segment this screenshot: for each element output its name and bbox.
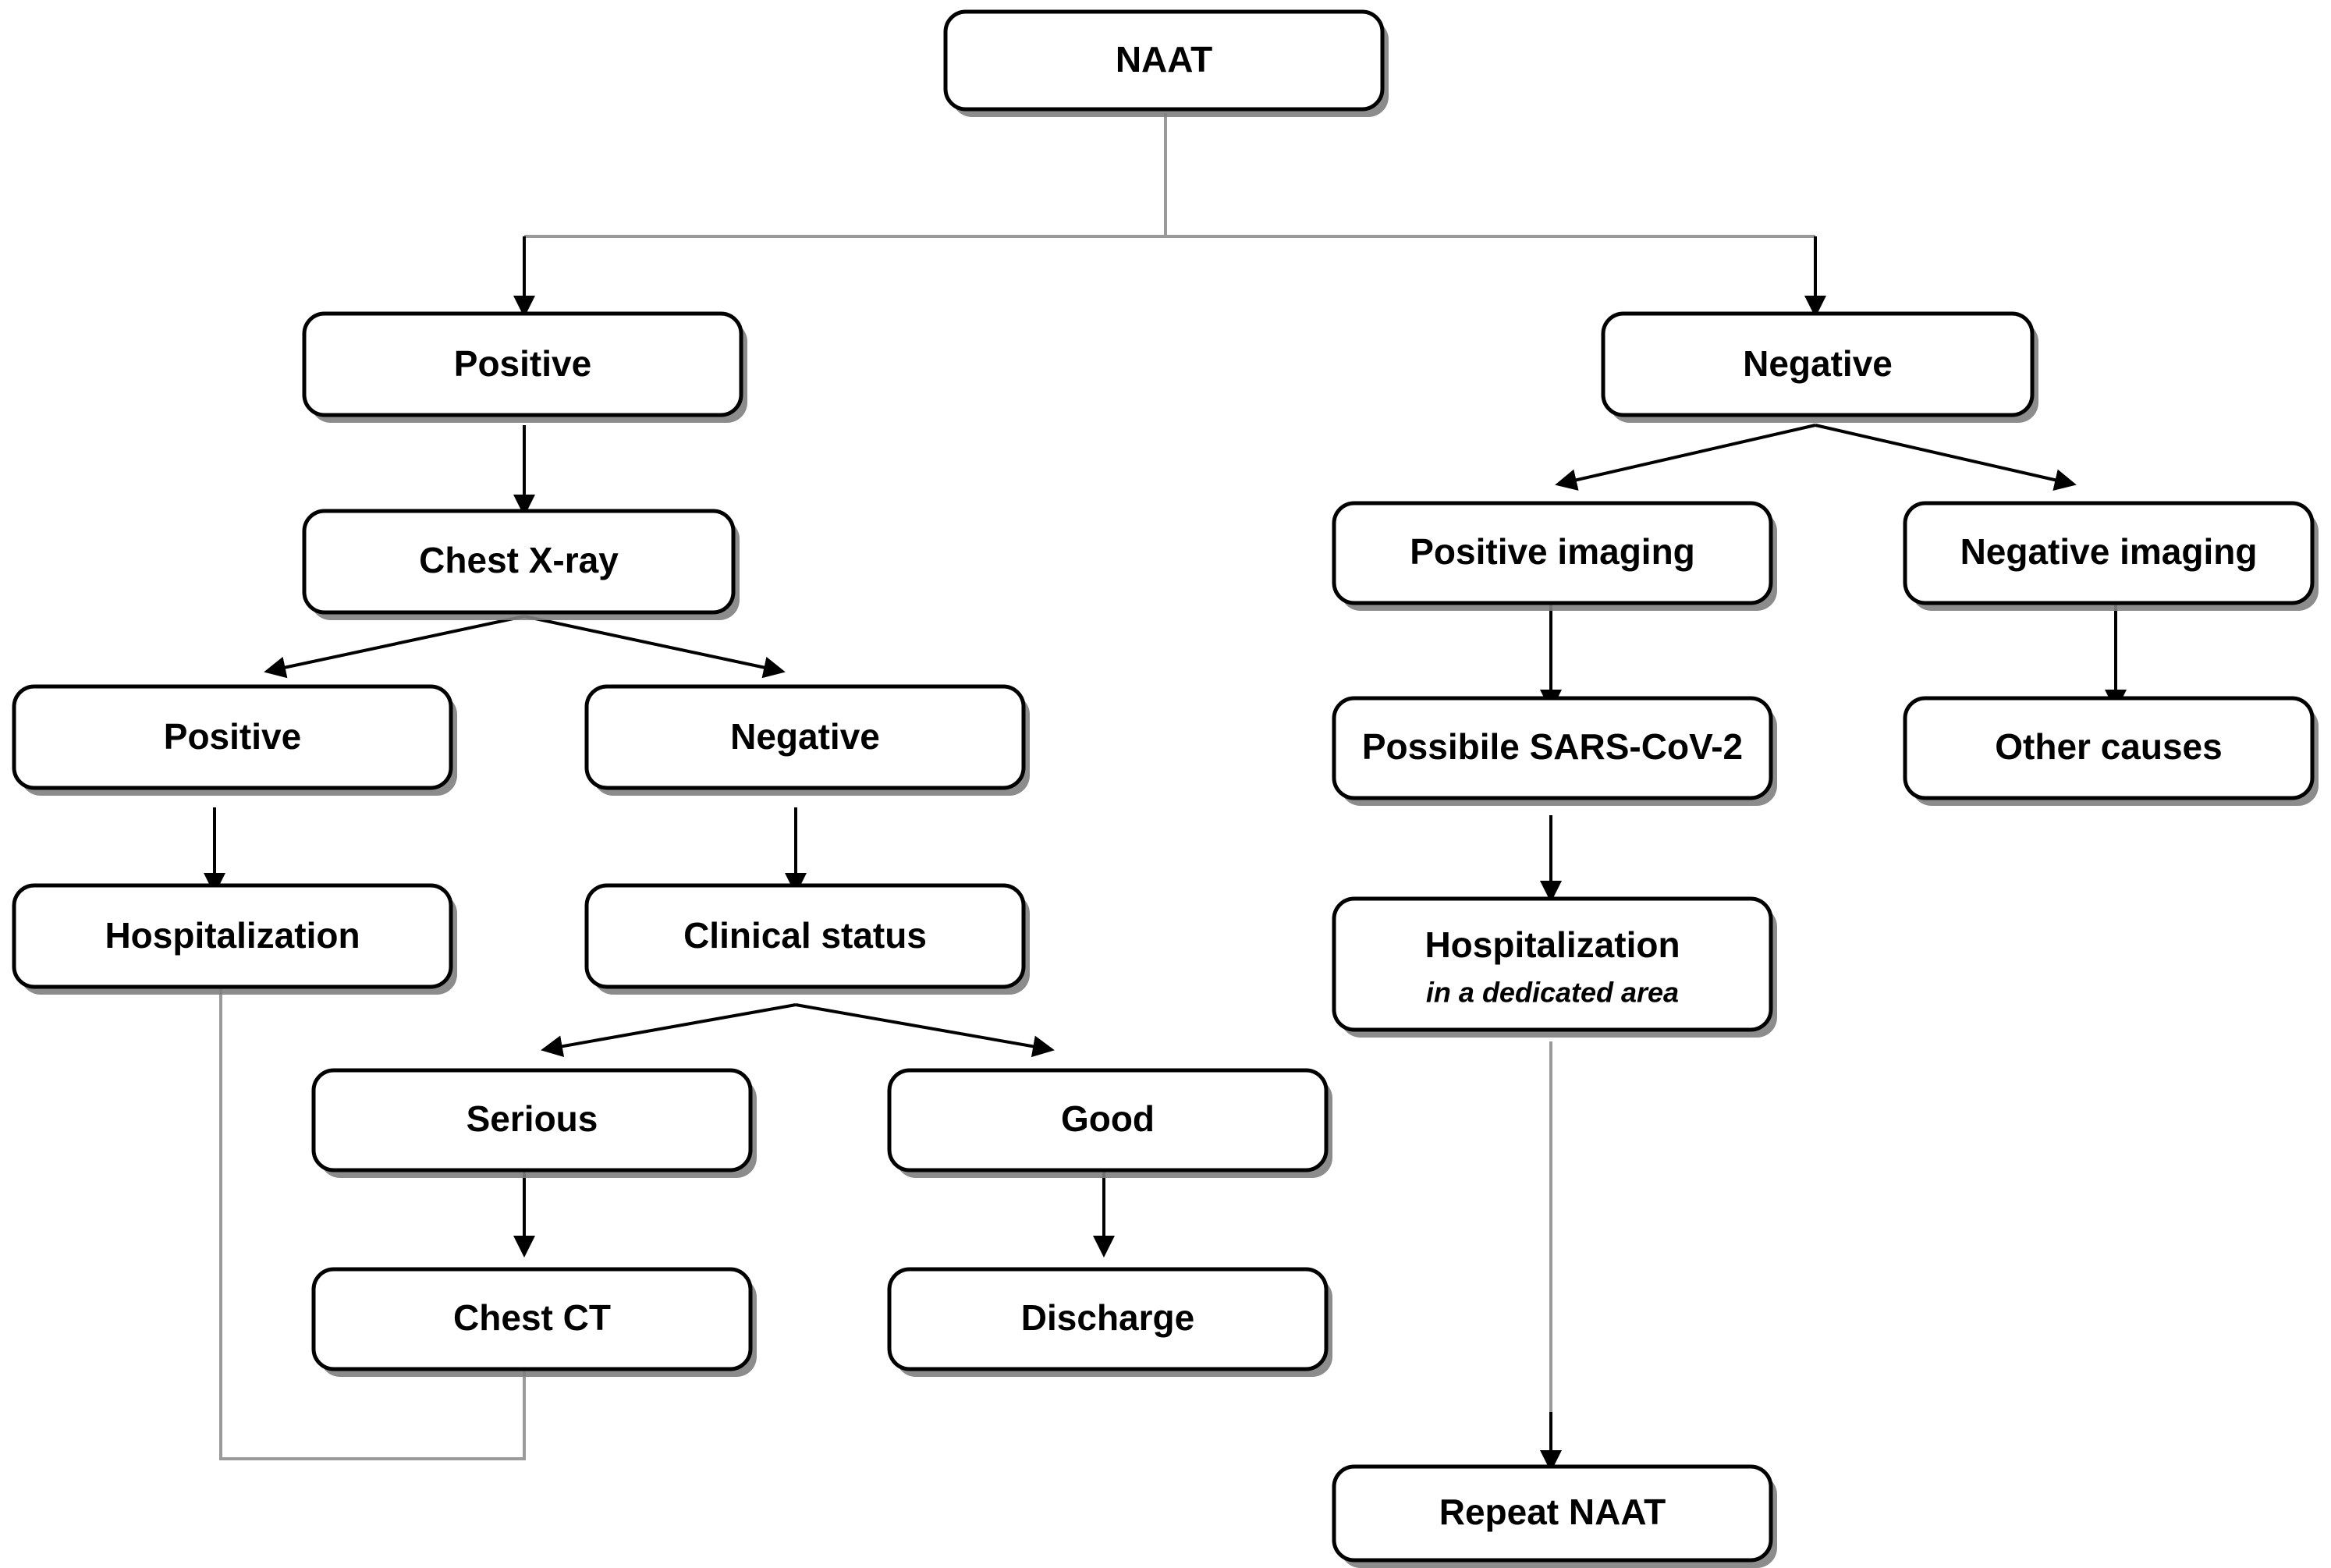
- node-xray-positive-label: Positive: [164, 716, 301, 757]
- node-good-label: Good: [1061, 1098, 1155, 1139]
- node-naat-label: NAAT: [1116, 39, 1212, 80]
- node-xray-negative-label: Negative: [730, 716, 880, 757]
- node-repeat-naat-label: Repeat NAAT: [1439, 1492, 1666, 1532]
- node-chest-xray-label: Chest X-ray: [419, 540, 619, 580]
- node-serious-label: Serious: [467, 1098, 598, 1139]
- node-chest-ct-label: Chest CT: [453, 1297, 611, 1338]
- node-xray-positive[interactable]: Positive: [12, 684, 457, 796]
- node-negative[interactable]: Negative: [1601, 311, 2038, 423]
- node-naat[interactable]: NAAT: [943, 9, 1389, 117]
- node-hospitalization-dedicated-label: Hospitalization: [1424, 924, 1680, 965]
- node-positive-imaging[interactable]: Positive imaging: [1332, 501, 1777, 611]
- node-chest-ct[interactable]: Chest CT: [311, 1267, 757, 1377]
- node-discharge-label: Discharge: [1021, 1297, 1194, 1338]
- node-negative-imaging[interactable]: Negative imaging: [1903, 501, 2319, 611]
- node-negative-label: Negative: [1743, 343, 1893, 384]
- node-repeat-naat[interactable]: Repeat NAAT: [1332, 1464, 1777, 1568]
- node-possible-sars-label: Possibile SARS-CoV-2: [1362, 726, 1743, 767]
- edge-naat-split: [513, 113, 1826, 318]
- node-positive-imaging-label: Positive imaging: [1410, 531, 1695, 572]
- edge-clinicalstatus-branches: [541, 1003, 1055, 1058]
- node-hospitalization-label: Hospitalization: [105, 915, 360, 956]
- node-xray-negative[interactable]: Negative: [584, 684, 1030, 796]
- node-clinical-status[interactable]: Clinical status: [584, 883, 1030, 995]
- node-chest-xray[interactable]: Chest X-ray: [302, 509, 740, 620]
- node-negative-imaging-label: Negative imaging: [1960, 531, 2258, 572]
- node-other-causes-label: Other causes: [1995, 726, 2222, 767]
- node-hospitalization-dedicated-sublabel: in a dedicated area: [1426, 977, 1679, 1009]
- node-positive[interactable]: Positive: [302, 311, 747, 423]
- node-hospitalization[interactable]: Hospitalization: [12, 883, 457, 995]
- node-hospitalization-dedicated[interactable]: Hospitalization in a dedicated area: [1332, 896, 1777, 1038]
- node-serious[interactable]: Serious: [311, 1068, 757, 1178]
- edge-negative-imaging-branches: [1555, 424, 2077, 491]
- node-good[interactable]: Good: [887, 1068, 1332, 1178]
- node-discharge[interactable]: Discharge: [887, 1267, 1332, 1377]
- edge-chestxray-branches: [264, 615, 786, 679]
- node-positive-label: Positive: [454, 343, 591, 384]
- node-possible-sars[interactable]: Possibile SARS-CoV-2: [1332, 696, 1777, 806]
- edge-chestct-hospitalization-feedback: [210, 931, 526, 1460]
- node-other-causes[interactable]: Other causes: [1903, 696, 2319, 806]
- node-clinical-status-label: Clinical status: [683, 915, 927, 956]
